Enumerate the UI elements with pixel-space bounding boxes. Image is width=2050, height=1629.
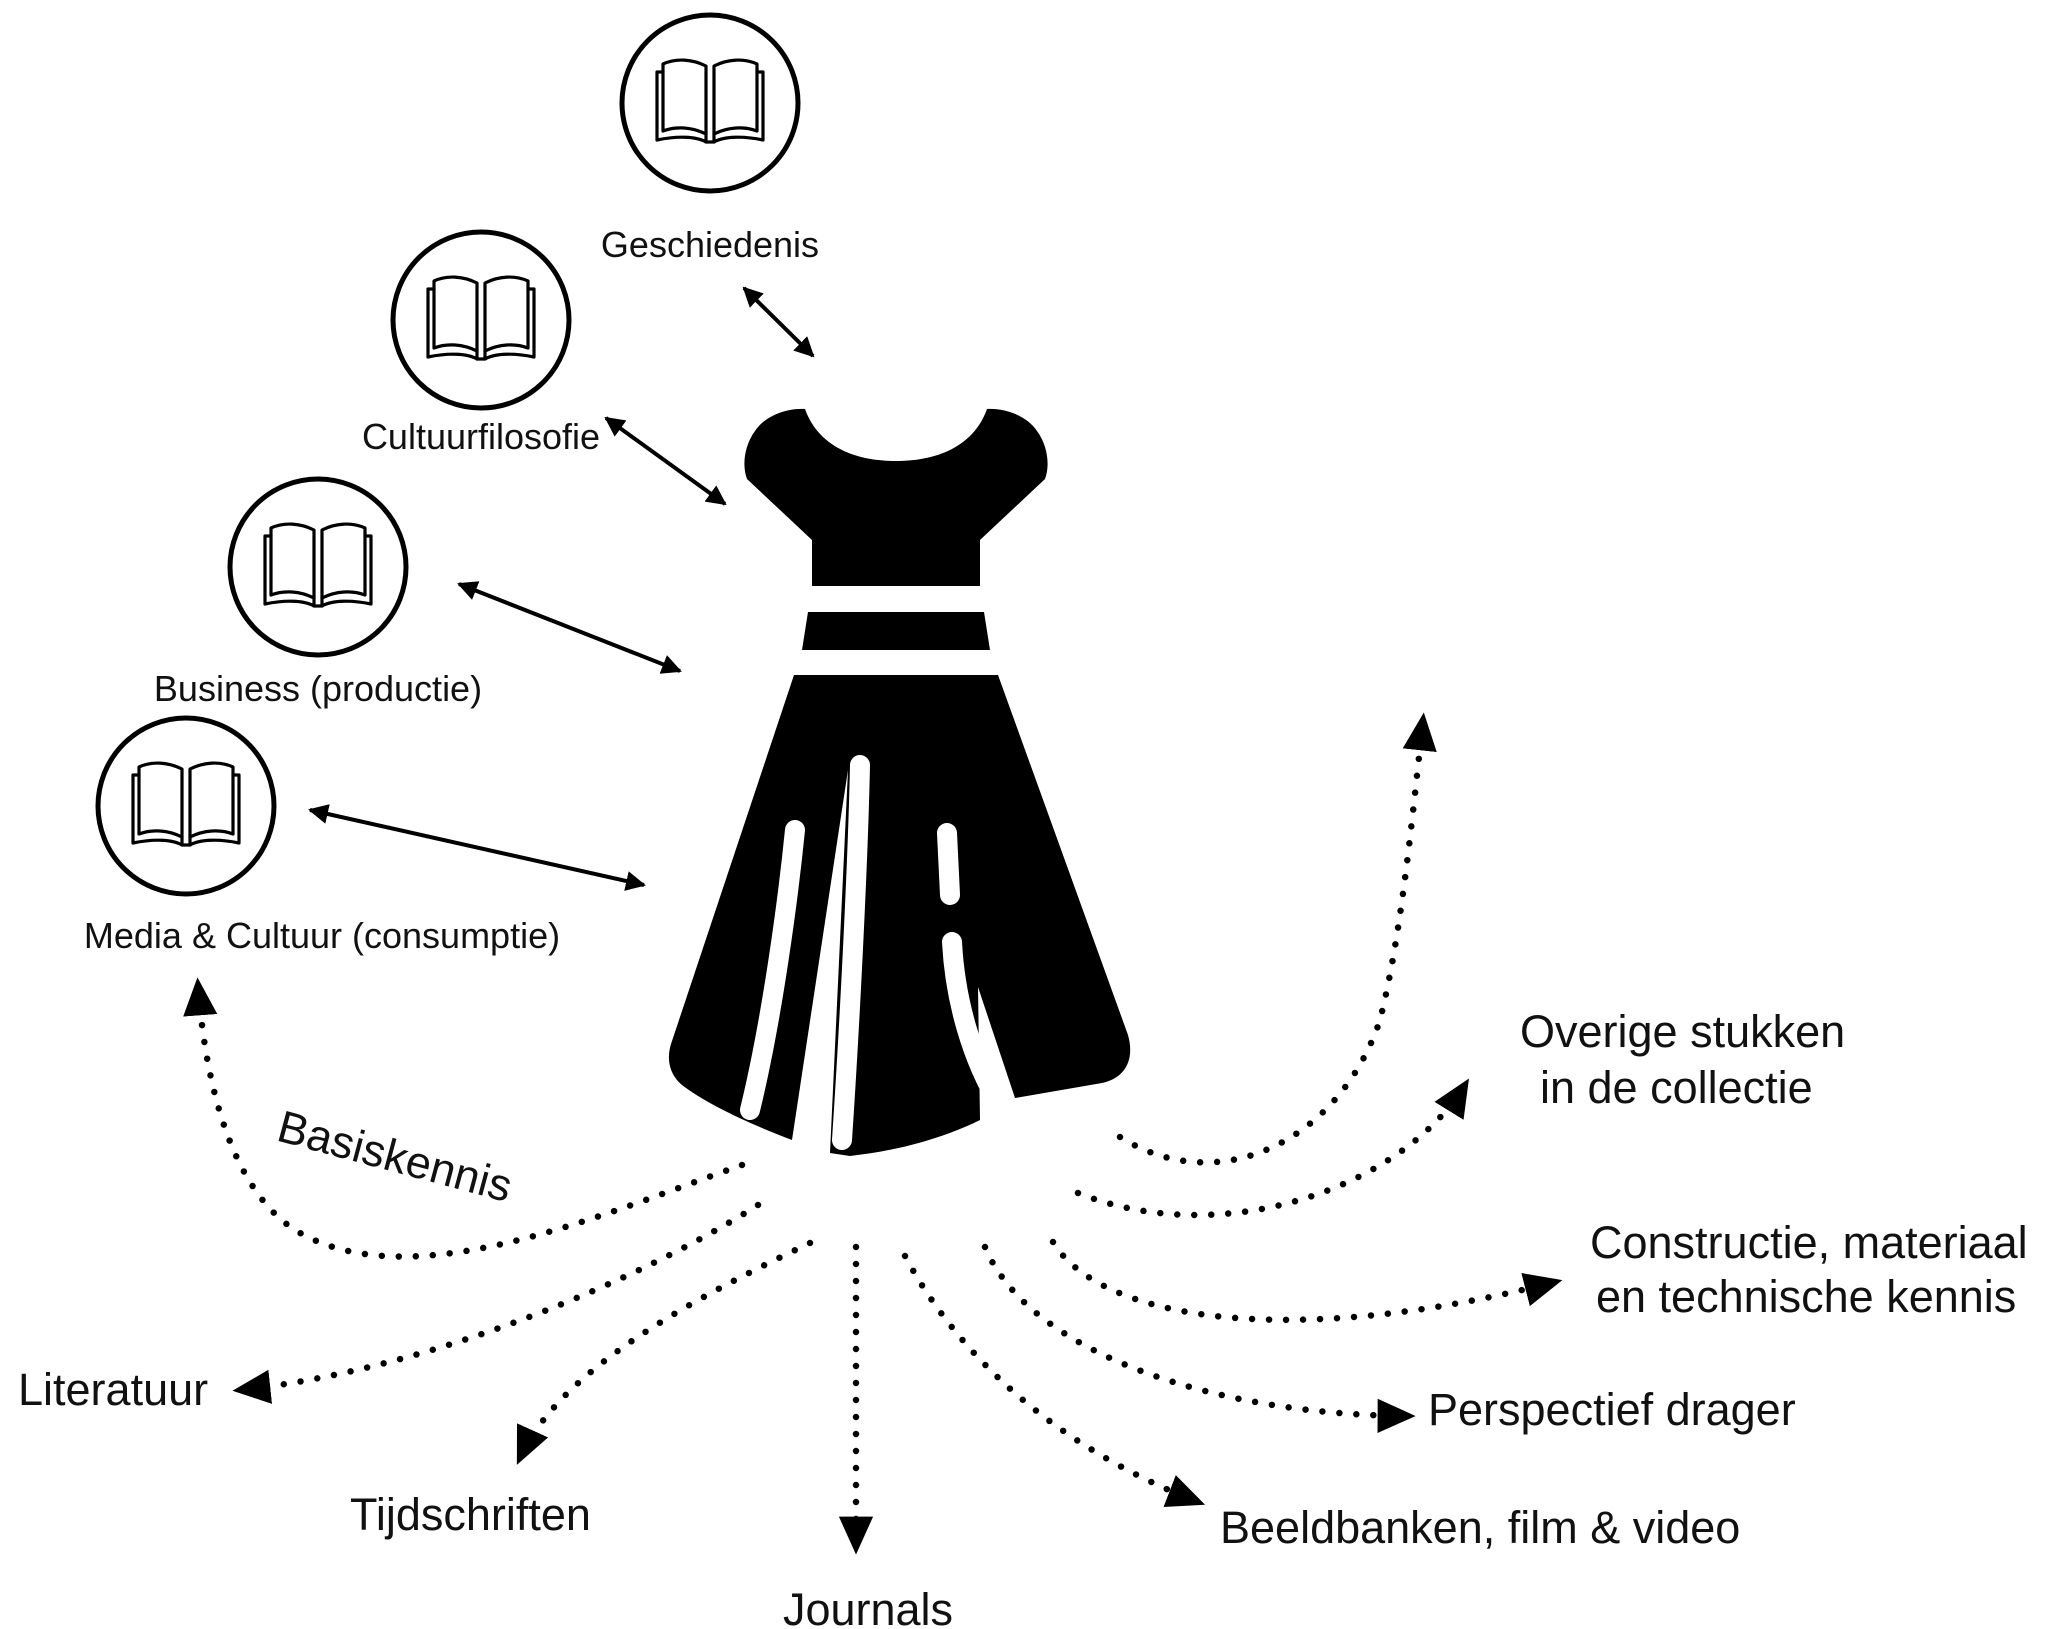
cultuurfilosofie-ring — [390, 229, 572, 411]
source-geschiedenis: Geschiedenis — [601, 12, 819, 265]
arrow-perspectief — [981, 1243, 1416, 1433]
arrow-tijdschriften — [516, 1239, 814, 1465]
arrow-literatuur — [232, 1201, 762, 1404]
perspectief-label: Perspectief drager — [1428, 1384, 1796, 1435]
dress-icon — [668, 408, 1131, 1156]
constructie-label-line1: Constructie, materiaal — [1590, 1217, 2028, 1268]
arrow-constructie — [1049, 1238, 1563, 1324]
source-cultuurfilosofie: Cultuurfilosofie — [362, 229, 600, 457]
arrow-dress-upper — [1116, 712, 1437, 1166]
tijdschriften-label: Tijdschriften — [350, 1489, 591, 1540]
business-label: Business (productie) — [154, 668, 482, 709]
geschiedenis-ring — [619, 12, 801, 194]
overige-label-line2: in de collectie — [1540, 1062, 1813, 1113]
beeldbanken-label: Beeldbanken, film & video — [1220, 1502, 1740, 1553]
arrow-overige — [1074, 1078, 1470, 1219]
overige-label-line1: Overige stukken — [1520, 1006, 1845, 1057]
geschiedenis-label: Geschiedenis — [601, 224, 819, 265]
media-label: Media & Cultuur (consumptie) — [84, 915, 560, 956]
arrow-basiskennis — [183, 977, 746, 1260]
source-media: Media & Cultuur (consumptie) — [84, 715, 560, 956]
literatuur-label: Literatuur — [18, 1364, 208, 1415]
constructie-label-line2: en technische kennis — [1596, 1271, 2016, 1322]
cultuurfilosofie-label: Cultuurfilosofie — [362, 416, 600, 457]
arrow-cultuurfilosofie — [604, 416, 727, 506]
arrow-business — [457, 581, 682, 674]
basiskennis-label: Basiskennis — [272, 1100, 517, 1211]
media-ring — [95, 715, 277, 897]
arrow-geschiedenis — [742, 286, 815, 358]
arrow-media — [308, 804, 646, 891]
arrow-beeldbanken — [901, 1252, 1206, 1508]
business-ring — [227, 476, 409, 658]
source-business: Business (productie) — [154, 476, 482, 709]
journals-label: Journals — [783, 1584, 953, 1629]
